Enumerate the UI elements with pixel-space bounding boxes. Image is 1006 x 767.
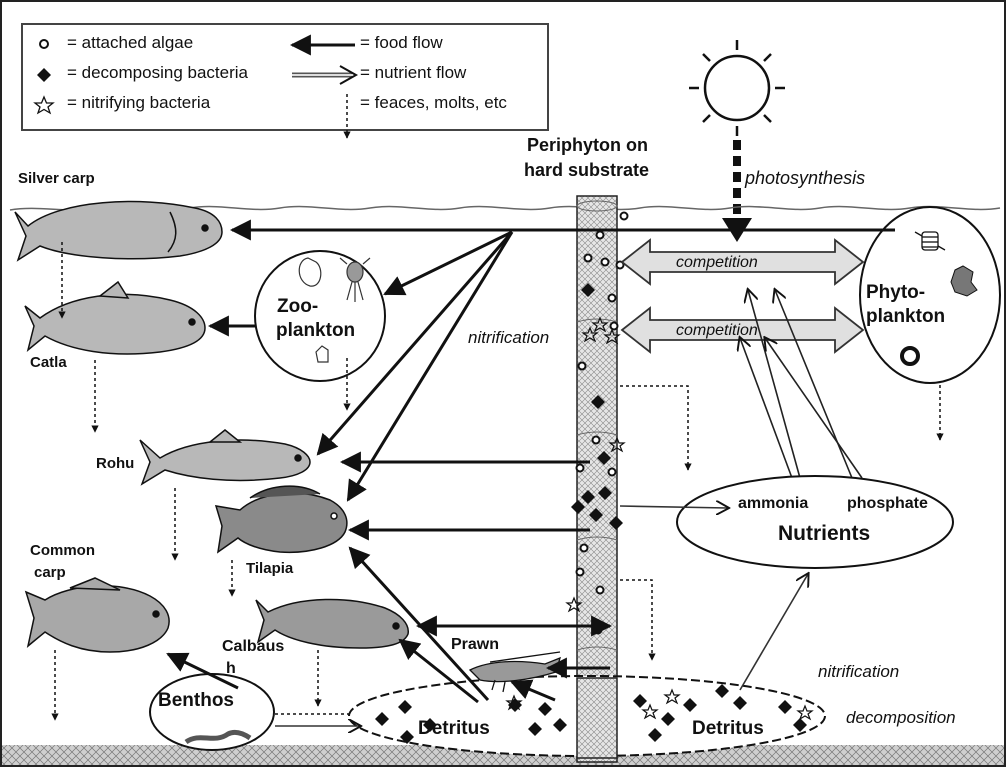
phosphate-label: phosphate	[847, 495, 928, 513]
algae-cell-icon	[902, 348, 918, 364]
decomposition-label: decomposition	[846, 708, 956, 728]
zooplankton-label: Zoo-	[277, 296, 318, 318]
nitrification-bottom-label: nitrification	[818, 662, 899, 682]
periphyton-label: Periphyton on	[527, 135, 648, 156]
legend-food-flow: = food flow	[360, 33, 443, 53]
common-carp-label-2: carp	[34, 564, 66, 581]
tilapia-label: Tilapia	[246, 560, 293, 577]
tilapia-fish	[216, 486, 347, 552]
silver-carp-fish	[15, 202, 222, 260]
legend-decomposing-bacteria: = decomposing bacteria	[67, 63, 248, 83]
legend-nitrifying-bacteria: = nitrifying bacteria	[67, 93, 210, 113]
prawn-label: Prawn	[451, 636, 499, 654]
legend-nutrient-flow: = nutrient flow	[360, 63, 466, 83]
phytoplankton-label-2: plankton	[866, 306, 945, 328]
sun-icon	[689, 40, 785, 136]
legend-feaces: = feaces, molts, etc	[360, 93, 507, 113]
competition-label-2: competition	[676, 322, 758, 340]
nutrients-label: Nutrients	[778, 522, 870, 546]
silver-carp-label: Silver carp	[18, 170, 95, 187]
attached-algae-icon	[40, 40, 48, 48]
rohu-label: Rohu	[96, 455, 134, 472]
benthos-label: Benthos	[158, 690, 234, 712]
legend-attached-algae: = attached algae	[67, 33, 193, 53]
nitrification-label: nitrification	[468, 328, 549, 348]
periphyton-label-2: hard substrate	[524, 160, 649, 181]
common-carp-fish	[26, 578, 169, 652]
detritus-left-label: Detritus	[418, 718, 490, 740]
calbaus-label: Calbaus	[222, 638, 284, 656]
phytoplankton-label: Phyto-	[866, 282, 925, 304]
zooplankton-label-2: plankton	[276, 320, 355, 342]
detritus-right-label: Detritus	[692, 718, 764, 740]
catla-label: Catla	[30, 354, 67, 371]
calbaus-label-2: h	[226, 660, 236, 678]
catla-fish	[25, 282, 205, 354]
ammonia-label: ammonia	[738, 495, 808, 513]
rohu-fish	[140, 430, 310, 484]
photosynthesis-label: photosynthesis	[745, 168, 865, 189]
competition-label-1: competition	[676, 254, 758, 272]
common-carp-label: Common	[30, 542, 95, 559]
